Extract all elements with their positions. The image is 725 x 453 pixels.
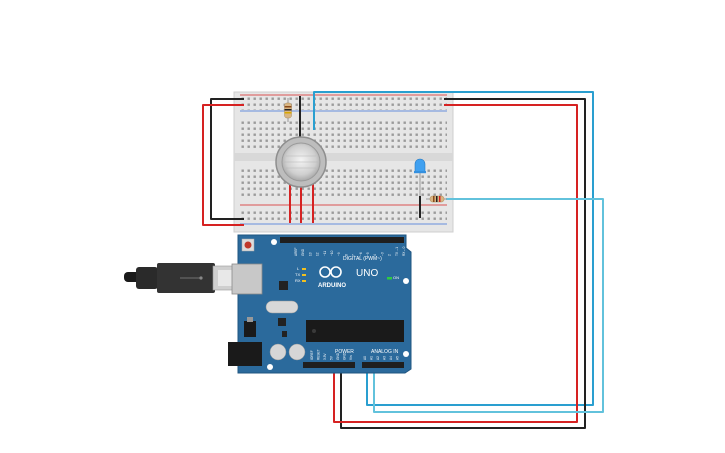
analog-pin-label: A3 [383, 356, 387, 360]
digital-pin-label: ~5 [366, 252, 370, 256]
digital-pin-label: 12 [316, 252, 320, 256]
terminal-strip-top[interactable] [240, 118, 447, 150]
board-brand: ARDUINO [318, 283, 346, 289]
digital-pin-label: 13 [308, 252, 312, 256]
digital-pin-label: ~11 [323, 251, 327, 256]
bottom-power-rail[interactable] [240, 208, 447, 222]
l-label: L [297, 266, 300, 271]
resistor-icon[interactable] [284, 98, 292, 122]
power-pin-label: RESET [317, 349, 321, 360]
digital-pin-label: 7 [352, 254, 356, 256]
wire-lightblue-led-a1[interactable] [373, 198, 604, 413]
resistor-led-icon[interactable] [426, 195, 447, 203]
gas-sensor-icon[interactable] [275, 136, 327, 188]
digital-pin-label: 8 [344, 254, 348, 256]
top-power-rail[interactable] [240, 96, 447, 110]
analog-label: ANALOG IN [371, 349, 399, 355]
board-model: UNO [356, 268, 378, 279]
digital-pin-label: RX←0 [402, 246, 406, 256]
arduino-logo [319, 266, 342, 278]
tx-label: TX [295, 272, 300, 277]
analog-pin-label: A0 [363, 356, 367, 360]
power-pin-label: GND [343, 352, 347, 360]
power-pin-label: 5V [330, 355, 334, 360]
on-label: ON [393, 275, 399, 280]
power-pin-label: 3.3V [323, 353, 327, 360]
analog-pin-label: A4 [389, 356, 393, 360]
arduino-uno-board[interactable]: ARDUINO UNO ON TX RX L DIGITAL (PWM~) PO… [228, 234, 412, 374]
power-pin-label: GND [336, 352, 340, 360]
wire-black-left-rail[interactable] [210, 98, 244, 220]
led-icon[interactable] [414, 158, 426, 196]
reset-button[interactable] [241, 238, 255, 252]
analog-pin-label: A2 [376, 356, 380, 360]
terminal-strip-bottom[interactable] [240, 166, 447, 198]
microcontroller-chip [306, 320, 404, 342]
digital-pin-label: GND [301, 248, 305, 256]
analog-pin-label: A5 [396, 356, 400, 360]
digital-pin-label: ~3 [380, 252, 384, 256]
digital-label: DIGITAL (PWM~) [343, 256, 382, 262]
power-pin-label: IOREF [310, 350, 314, 360]
digital-pin-label: ~10 [330, 250, 334, 256]
wires [202, 91, 604, 429]
wire-blue-sensor-a0[interactable] [313, 91, 594, 406]
power-label: POWER [335, 349, 354, 355]
power-header[interactable] [303, 362, 355, 368]
digital-pin-label: 4 [373, 254, 377, 256]
wire-black-gnd-long[interactable] [340, 98, 586, 429]
digital-pin-label: TX→1 [395, 247, 399, 256]
wire-red-5v-long[interactable] [333, 104, 578, 423]
digital-pin-label: ~9 [337, 252, 341, 256]
power-pin-label: Vin [349, 355, 353, 360]
digital-pin-label: AREF [294, 247, 298, 256]
analog-pin-label: A1 [370, 356, 374, 360]
digital-pin-label: 2 [388, 254, 392, 256]
usb-port[interactable] [231, 263, 263, 295]
digital-header[interactable] [280, 237, 404, 243]
digital-pin-label: ~6 [359, 252, 363, 256]
analog-header[interactable] [362, 362, 404, 368]
power-jack[interactable] [228, 342, 262, 366]
rx-label: RX [295, 278, 301, 283]
wire-red-left-rail[interactable] [202, 104, 244, 226]
